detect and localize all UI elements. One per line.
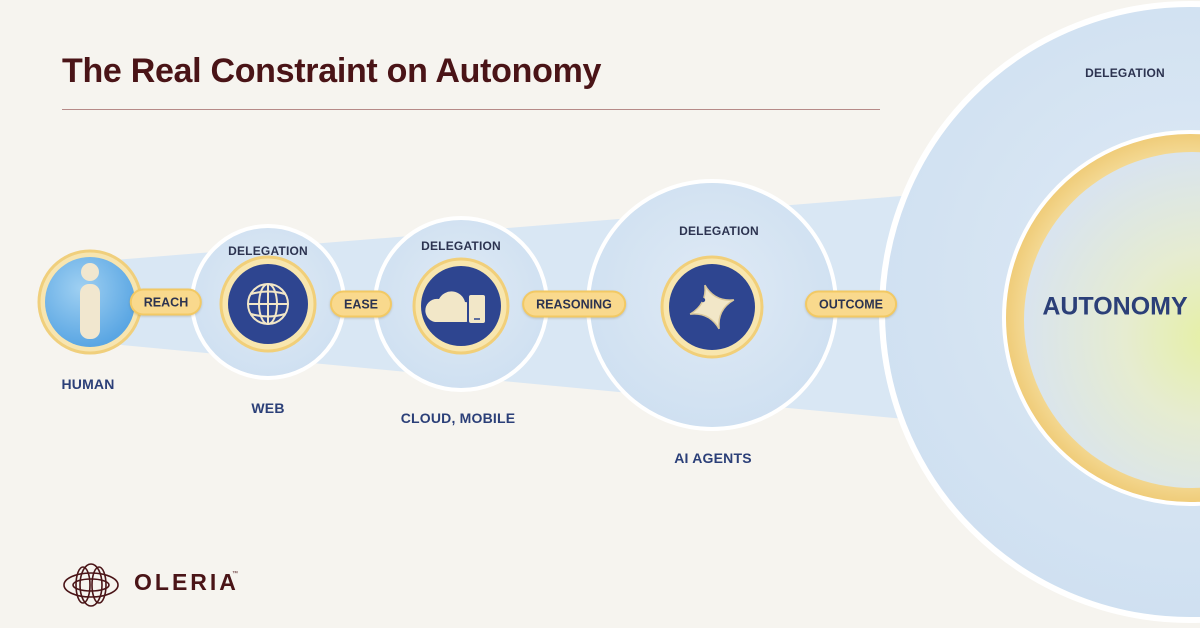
autonomy-label: AUTONOMY [1042,292,1188,321]
brand-trademark: ™ [232,571,238,577]
brand-name: OLERIA [134,569,239,595]
cloud-mobile-icon [425,291,487,325]
ai-agents-label: AI AGENTS [674,450,752,466]
sparkle-icon [689,284,735,330]
autonomy-stage [879,1,1200,623]
page-title: The Real Constraint on Autonomy [62,52,602,90]
reach-connector: REACH [129,288,203,316]
globe-icon [247,283,289,325]
web-delegation-label: DELEGATION [228,244,308,258]
person-icon [80,263,100,339]
human-stage [37,249,143,355]
human-label: HUMAN [61,376,115,392]
reasoning-connector: REASONING [522,290,626,318]
ease-connector: EASE [329,290,393,318]
cloud-mobile-label: CLOUD, MOBILE [400,410,516,426]
autonomy-core [1024,152,1200,488]
web-label: WEB [251,400,285,416]
oleria-logo-icon [63,563,119,607]
autonomy-delegation-label: DELEGATION [1085,66,1165,80]
title-divider [62,109,880,110]
outcome-connector: OUTCOME [805,290,897,318]
cloud-delegation-label: DELEGATION [421,239,501,253]
ai-delegation-label: DELEGATION [679,224,759,238]
